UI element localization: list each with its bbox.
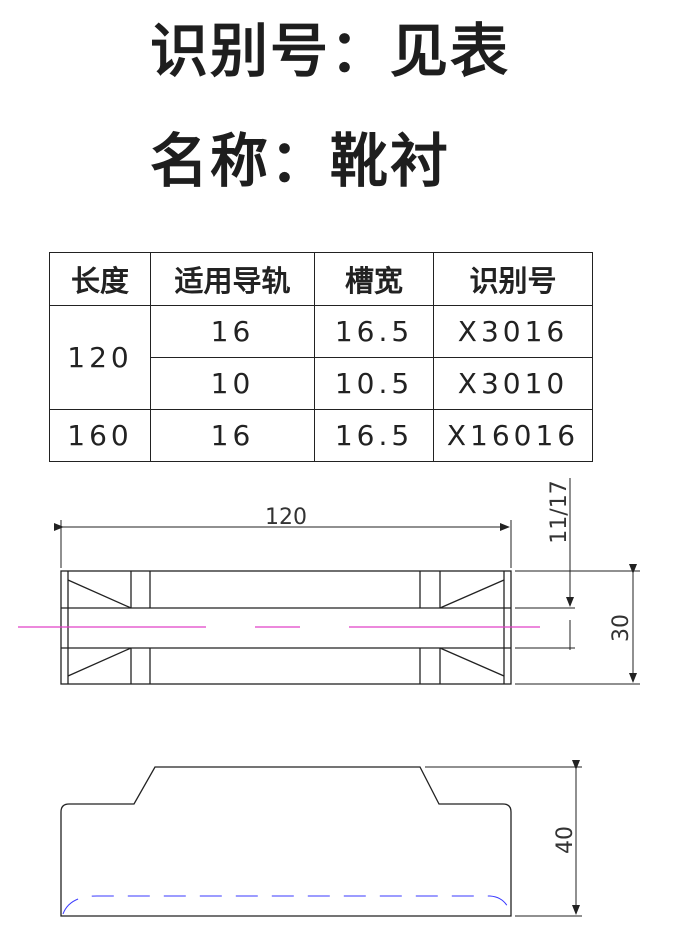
- table-row: 160 16 16.5 X16016: [49, 409, 593, 462]
- header-length: 长度: [49, 252, 151, 306]
- dimension-height: [425, 760, 582, 917]
- cell-guide: 16: [150, 409, 315, 462]
- dimension-width: [515, 564, 640, 685]
- hidden-groove-line: [62, 895, 511, 915]
- table-row: 120 16 16.5 X3016: [49, 305, 593, 410]
- cell-length: 160: [49, 409, 151, 462]
- dimension-height-label: 40: [553, 826, 578, 854]
- dimension-slot-label: 11/17: [547, 480, 572, 543]
- table-header-row: 长度 适用导轨 槽宽 识别号: [49, 252, 593, 306]
- cell-guide: 16: [150, 305, 315, 358]
- side-view: [60, 766, 512, 917]
- dimension-length-label: 120: [265, 505, 307, 530]
- cell-id: X3010: [433, 357, 593, 410]
- cell-id: X16016: [433, 409, 593, 462]
- cell-length: 120: [49, 305, 151, 410]
- identification-title: 识别号：见表: [150, 17, 511, 85]
- table-row: 10 10.5 X3010: [50, 357, 593, 410]
- cell-slot: 16.5: [314, 409, 434, 462]
- name-title: 名称：靴衬: [150, 127, 451, 195]
- spec-table: 长度 适用导轨 槽宽 识别号 120 16 16.5 X3016 10 10.5…: [49, 252, 593, 462]
- top-view: [60, 570, 512, 685]
- dimension-length: [54, 520, 512, 568]
- side-view-outline: [60, 766, 512, 917]
- cell-guide: 10: [150, 357, 315, 410]
- cell-slot: 10.5: [314, 357, 434, 410]
- header-slot-width: 槽宽: [314, 252, 434, 306]
- dimension-slot: [515, 478, 575, 650]
- cell-id: X3016: [433, 305, 593, 358]
- dimension-width-label: 30: [609, 614, 634, 642]
